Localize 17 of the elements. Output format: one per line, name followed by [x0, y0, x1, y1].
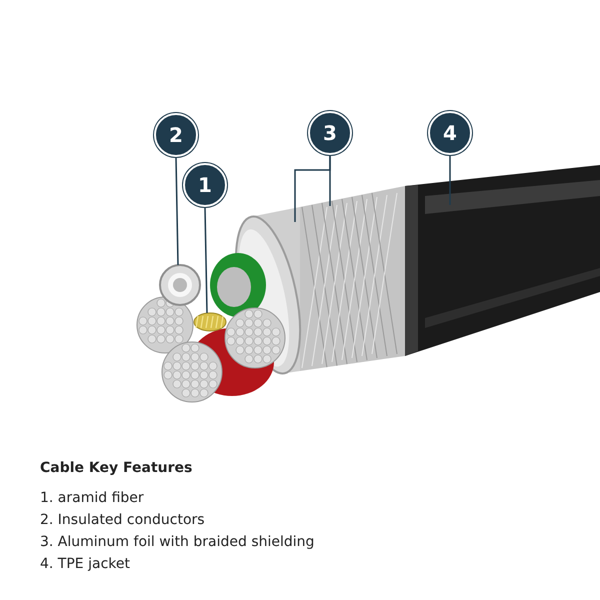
feature-list-item: 4. TPE jacket	[40, 556, 130, 572]
callout-number: 1	[183, 163, 227, 207]
callout-number: 4	[428, 111, 472, 155]
leader-line	[175, 158, 179, 266]
leader-line	[204, 208, 208, 314]
leader-line	[329, 156, 331, 206]
feature-list-item: 2. Insulated conductors	[40, 512, 205, 528]
braided-shield	[300, 186, 405, 371]
insulated-conductor	[159, 264, 201, 306]
callout-number: 2	[154, 113, 198, 157]
heading: Cable Key Features	[40, 460, 192, 476]
leader-line	[449, 156, 451, 205]
cable-jacket	[405, 165, 600, 356]
aramid-fiber-drawing	[194, 312, 226, 332]
feature-list-item: 1. aramid fiber	[40, 490, 144, 506]
feature-list-item: 3. Aluminum foil with braided shielding	[40, 534, 314, 550]
callout-number: 3	[308, 111, 352, 155]
